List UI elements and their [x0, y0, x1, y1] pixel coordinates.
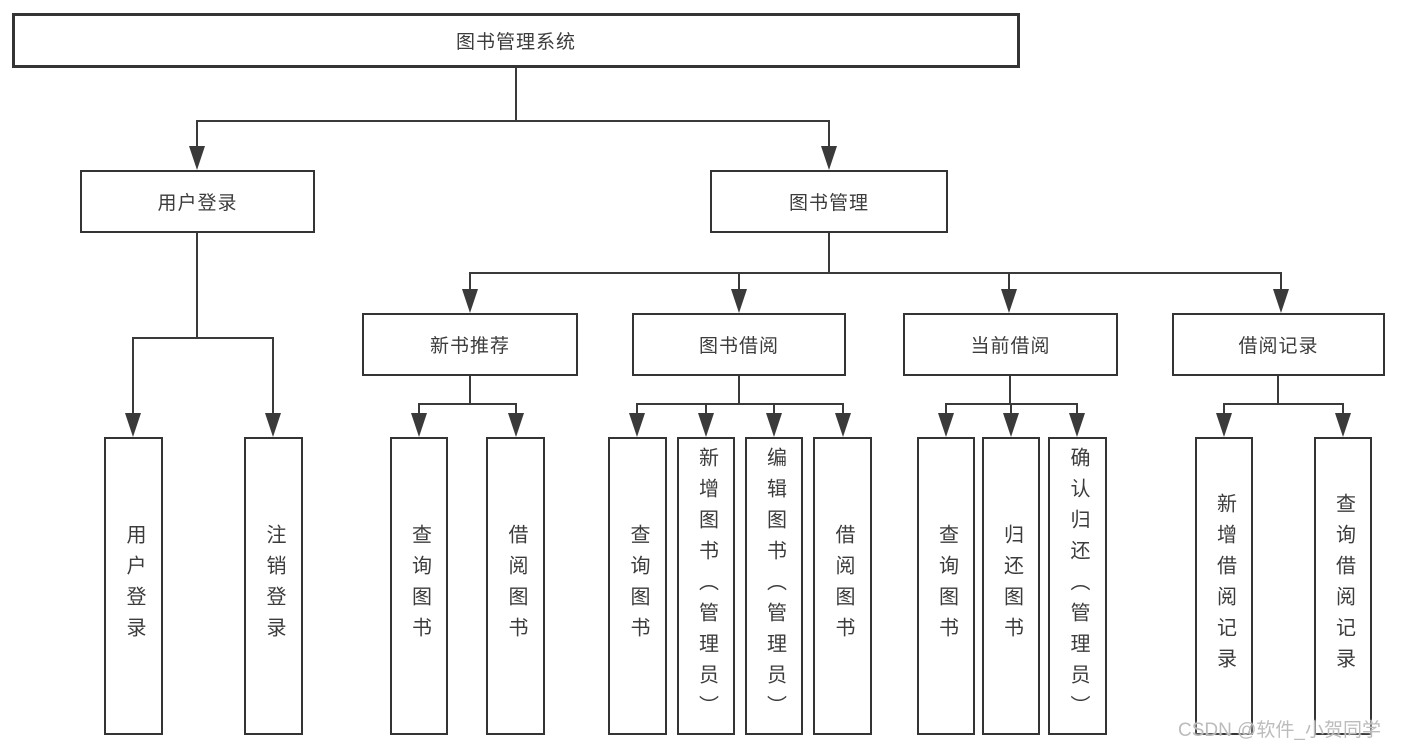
connector-line: [738, 376, 740, 405]
connector-line: [1223, 403, 1225, 415]
arrow-down-icon: [938, 413, 954, 437]
leaf-borrow-books-newrec: 借阅图书: [486, 437, 545, 735]
arrow-down-icon: [1001, 289, 1017, 313]
leaf-query-books-borrow: 查询图书: [608, 437, 667, 735]
leaf-add-borrow-record: 新增借阅记录: [1195, 437, 1253, 735]
connector-line: [132, 337, 134, 415]
connector-line: [636, 403, 844, 405]
connector-line: [828, 233, 830, 272]
connector-line: [196, 120, 198, 148]
leaf-query-books-newrec: 查询图书: [390, 437, 448, 735]
connector-line: [1010, 403, 1012, 415]
node-current-borrowing: 当前借阅: [903, 313, 1118, 376]
leaf-label: 查询图书: [627, 524, 649, 648]
leaf-query-borrow-record: 查询借阅记录: [1314, 437, 1372, 735]
connector-line: [469, 272, 471, 291]
connector-line: [1076, 403, 1078, 415]
arrow-down-icon: [1069, 413, 1085, 437]
arrow-down-icon: [629, 413, 645, 437]
leaf-label: 注销登录: [263, 524, 285, 648]
connector-line: [196, 233, 198, 337]
connector-line: [1008, 272, 1010, 291]
leaf-label: 查询图书: [935, 524, 958, 648]
arrow-down-icon: [189, 146, 205, 170]
connector-line: [515, 68, 517, 120]
arrow-down-icon: [766, 413, 782, 437]
connector-line: [469, 272, 1282, 274]
arrow-down-icon: [698, 413, 714, 437]
node-new-book-recommend: 新书推荐: [362, 313, 578, 376]
connector-line: [418, 403, 420, 415]
connector-line: [272, 337, 274, 415]
leaf-label: 新增借阅记录: [1213, 493, 1236, 679]
arrow-down-icon: [1273, 289, 1289, 313]
connector-line: [1342, 403, 1344, 415]
arrow-down-icon: [411, 413, 427, 437]
leaf-label: 查询图书: [408, 524, 431, 648]
leaf-label: 确认归还（管理员）: [1067, 446, 1089, 726]
leaf-logout: 注销登录: [244, 437, 303, 735]
leaf-borrow-books: 借阅图书: [813, 437, 872, 735]
leaf-edit-books-admin: 编辑图书（管理员）: [745, 437, 803, 735]
connector-line: [469, 376, 471, 405]
connector-line: [842, 403, 844, 415]
connector-line: [636, 403, 638, 415]
leaf-return-books: 归还图书: [982, 437, 1040, 735]
arrow-down-icon: [821, 146, 837, 170]
leaf-label: 查询借阅记录: [1332, 493, 1355, 679]
leaf-label: 编辑图书（管理员）: [763, 446, 786, 726]
leaf-query-books-current: 查询图书: [917, 437, 975, 735]
connector-line: [738, 272, 740, 291]
connector-line: [418, 403, 517, 405]
arrow-down-icon: [125, 413, 141, 437]
arrow-down-icon: [1216, 413, 1232, 437]
connector-line: [196, 120, 830, 122]
connector-line: [828, 120, 830, 148]
leaf-confirm-return-admin: 确认归还（管理员）: [1048, 437, 1107, 735]
arrow-down-icon: [462, 289, 478, 313]
connector-line: [945, 403, 947, 415]
connector-line: [773, 403, 775, 415]
connector-line: [1223, 403, 1344, 405]
leaf-label: 借阅图书: [832, 524, 854, 648]
arrow-down-icon: [1003, 413, 1019, 437]
connector-line: [705, 403, 707, 415]
leaf-user-login: 用户登录: [104, 437, 163, 735]
arrow-down-icon: [731, 289, 747, 313]
arrow-down-icon: [508, 413, 524, 437]
arrow-down-icon: [1335, 413, 1351, 437]
leaf-add-books-admin: 新增图书（管理员）: [677, 437, 735, 735]
node-library-system: 图书管理系统: [12, 13, 1020, 68]
node-book-borrowing: 图书借阅: [632, 313, 846, 376]
connector-line: [132, 337, 274, 339]
node-book-management: 图书管理: [710, 170, 948, 233]
leaf-label: 新增图书（管理员）: [695, 446, 718, 726]
node-borrowing-records: 借阅记录: [1172, 313, 1385, 376]
node-user-login: 用户登录: [80, 170, 315, 233]
leaf-label: 归还图书: [1000, 524, 1023, 648]
arrow-down-icon: [835, 413, 851, 437]
leaf-label: 用户登录: [123, 524, 145, 648]
connector-line: [1009, 376, 1011, 405]
arrow-down-icon: [265, 413, 281, 437]
connector-line: [515, 403, 517, 415]
connector-line: [1280, 272, 1282, 291]
watermark: CSDN @软件_小贺同学: [1178, 720, 1381, 741]
connector-line: [1277, 376, 1279, 405]
leaf-label: 借阅图书: [505, 524, 527, 648]
